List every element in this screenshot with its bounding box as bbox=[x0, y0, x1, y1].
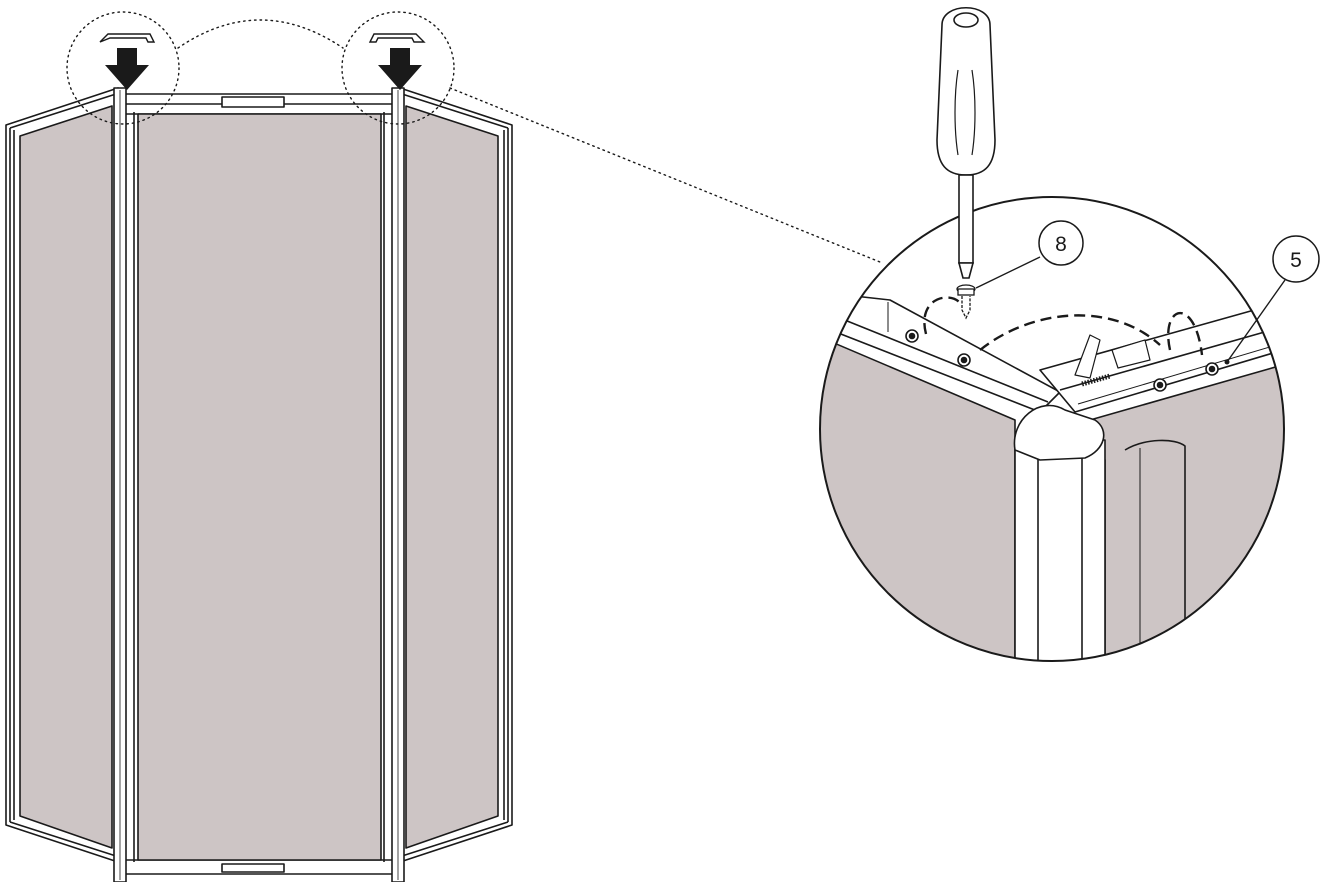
left-side-panel bbox=[5, 87, 119, 863]
callout-5-circle bbox=[1272, 235, 1320, 283]
screwdriver-handle bbox=[936, 6, 996, 176]
post-cap bbox=[1013, 404, 1105, 461]
left-corner-highlight bbox=[66, 11, 180, 125]
shower-enclosure bbox=[5, 87, 513, 883]
right-corner-highlight bbox=[341, 11, 455, 125]
highlight-circles bbox=[66, 11, 881, 263]
detail-right-rail bbox=[1039, 299, 1284, 413]
top-clip bbox=[99, 33, 156, 43]
callout-5-label: 5 bbox=[1290, 249, 1302, 272]
corner-bracket bbox=[1074, 334, 1151, 379]
insertion-paths bbox=[923, 296, 1204, 356]
callout-5-leader bbox=[1226, 279, 1286, 363]
bottom-track-handle bbox=[221, 863, 285, 873]
screwdriver-icon bbox=[936, 6, 996, 279]
highlight-connector bbox=[177, 19, 344, 49]
callout-8: 8 bbox=[975, 220, 1084, 289]
top-rail-handle bbox=[221, 96, 285, 108]
callout-8-circle bbox=[1038, 220, 1084, 266]
screwdriver-shaft bbox=[958, 174, 974, 264]
detail-left-rail bbox=[820, 289, 1061, 413]
right-side-panel bbox=[399, 87, 513, 863]
detail-view bbox=[819, 196, 1285, 662]
screw-icon bbox=[956, 284, 976, 320]
spring bbox=[1081, 373, 1111, 387]
down-arrow-icon bbox=[378, 48, 422, 90]
left-arrow-group bbox=[99, 33, 156, 90]
callout-5: 5 bbox=[1224, 235, 1320, 365]
screw-holes bbox=[905, 329, 1219, 392]
callout-8-leader bbox=[975, 256, 1041, 289]
right-arrow-group bbox=[368, 33, 426, 90]
down-arrow-icon bbox=[105, 48, 149, 90]
detail-corner-post bbox=[1014, 439, 1106, 661]
detail-leader-line bbox=[449, 87, 881, 263]
door-glass bbox=[137, 113, 382, 861]
top-clip bbox=[368, 33, 426, 43]
callout-8-label: 8 bbox=[1055, 233, 1067, 256]
